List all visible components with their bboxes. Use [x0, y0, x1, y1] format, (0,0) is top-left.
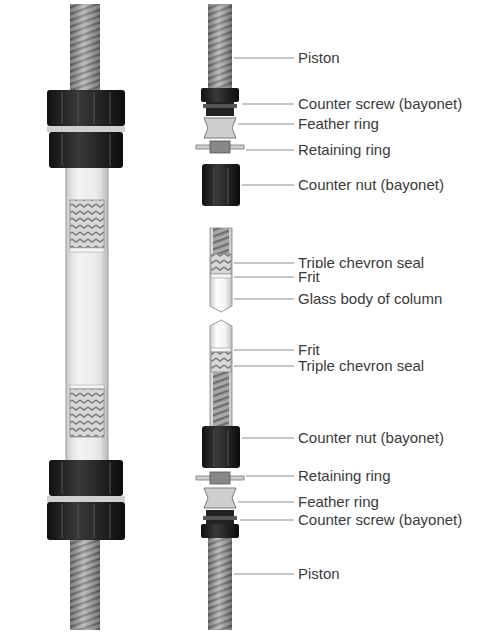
part-label: Triple chevron seal — [296, 357, 426, 375]
part-label: Frit — [296, 268, 322, 286]
part-label: Counter nut (bayonet) — [296, 176, 446, 194]
part-label: Feather ring — [296, 115, 381, 133]
part-label: Retaining ring — [296, 141, 393, 159]
part-label: Feather ring — [296, 493, 381, 511]
part-label: Glass body of column — [296, 290, 444, 308]
part-label: Counter screw (bayonet) — [296, 95, 464, 113]
leader-lines — [234, 58, 294, 574]
part-label: Counter screw (bayonet) — [296, 511, 464, 529]
part-label: Retaining ring — [296, 467, 393, 485]
part-label: Piston — [296, 565, 342, 583]
part-label: Counter nut (bayonet) — [296, 429, 446, 447]
part-label: Piston — [296, 49, 342, 67]
